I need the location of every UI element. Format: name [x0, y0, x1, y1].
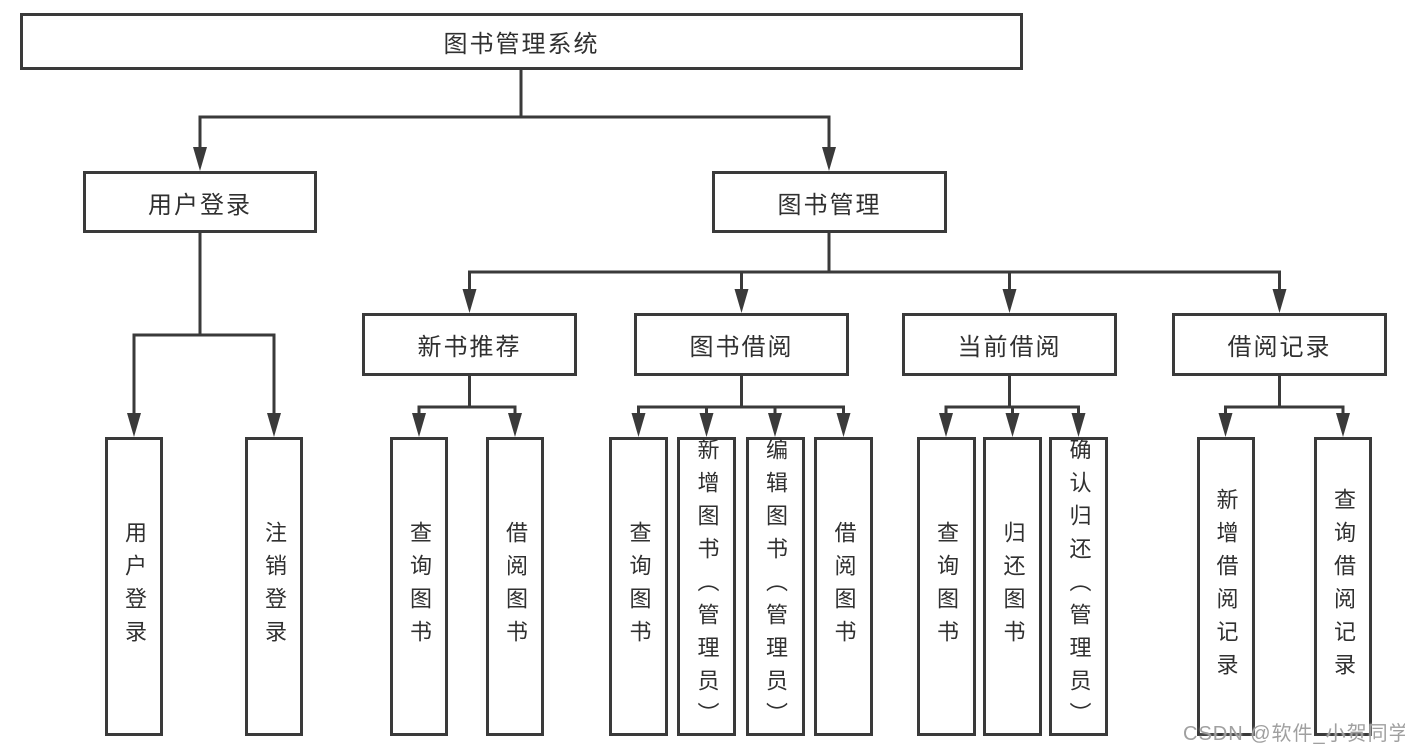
leaf-query-books-borrow: 查询图书 — [609, 437, 668, 736]
node-current-borrow: 当前借阅 — [902, 313, 1117, 376]
leaf-add-book-admin: 新增图书（管理员） — [677, 437, 736, 736]
leaf-add-book-admin-label: 新增图书（管理员） — [694, 438, 720, 735]
leaf-borrow-books-borrow-label: 借阅图书 — [831, 520, 857, 653]
edge-new-book-recommend-children — [412, 376, 522, 437]
leaf-borrow-books-recommend: 借阅图书 — [486, 437, 544, 736]
node-borrow-record-label: 借阅记录 — [1227, 334, 1332, 361]
node-user-login: 用户登录 — [83, 171, 317, 233]
leaf-query-books-current: 查询图书 — [916, 437, 976, 736]
edge-borrow-record-children — [1218, 376, 1350, 437]
leaf-borrow-books-borrow: 借阅图书 — [814, 437, 873, 736]
edge-current-borrow-children — [939, 376, 1086, 437]
edge-root-to-level1 — [193, 70, 836, 171]
watermark: CSDN @软件_小贺同学 — [1183, 723, 1405, 745]
node-book-management-label: 图书管理 — [777, 191, 882, 219]
leaf-logout: 注销登录 — [245, 437, 303, 736]
node-user-login-label: 用户登录 — [148, 191, 252, 219]
leaf-add-borrow-record: 新增借阅记录 — [1196, 437, 1255, 736]
node-library-system: 图书管理系统 — [20, 13, 1023, 70]
leaf-return-book: 归还图书 — [983, 437, 1042, 736]
leaf-query-books-borrow-label: 查询图书 — [626, 520, 652, 653]
node-book-borrow: 图书借阅 — [634, 313, 849, 376]
edge-book-management-children — [462, 233, 1287, 313]
leaf-edit-book-admin-label: 编辑图书（管理员） — [763, 438, 788, 735]
node-new-book-recommend: 新书推荐 — [362, 313, 577, 376]
node-new-book-recommend-label: 新书推荐 — [417, 334, 522, 361]
leaf-logout-label: 注销登录 — [262, 520, 287, 653]
edge-user-login-children — [127, 233, 281, 437]
leaf-edit-book-admin: 编辑图书（管理员） — [745, 437, 805, 736]
node-current-borrow-label: 当前借阅 — [957, 334, 1062, 361]
leaf-user-login-label: 用户登录 — [122, 520, 147, 653]
leaf-return-book-label: 归还图书 — [1000, 520, 1026, 653]
leaf-query-books-recommend: 查询图书 — [390, 437, 448, 736]
leaf-confirm-return-admin-label: 确认归还（管理员） — [1066, 438, 1092, 735]
leaf-add-borrow-record-label: 新增借阅记录 — [1213, 487, 1239, 686]
leaf-query-borrow-record-label: 查询借阅记录 — [1331, 487, 1356, 686]
leaf-query-borrow-record: 查询借阅记录 — [1314, 437, 1372, 736]
leaf-confirm-return-admin: 确认归还（管理员） — [1049, 437, 1108, 736]
node-book-management: 图书管理 — [712, 171, 947, 233]
leaf-borrow-books-recommend-label: 借阅图书 — [503, 520, 528, 653]
leaf-query-books-recommend-label: 查询图书 — [407, 520, 432, 653]
edge-book-borrow-children — [631, 376, 851, 437]
node-library-system-label: 图书管理系统 — [443, 31, 600, 58]
node-book-borrow-label: 图书借阅 — [689, 334, 794, 361]
leaf-user-login: 用户登录 — [105, 437, 163, 736]
leaf-query-books-current-label: 查询图书 — [934, 520, 959, 653]
node-borrow-record: 借阅记录 — [1172, 313, 1387, 376]
